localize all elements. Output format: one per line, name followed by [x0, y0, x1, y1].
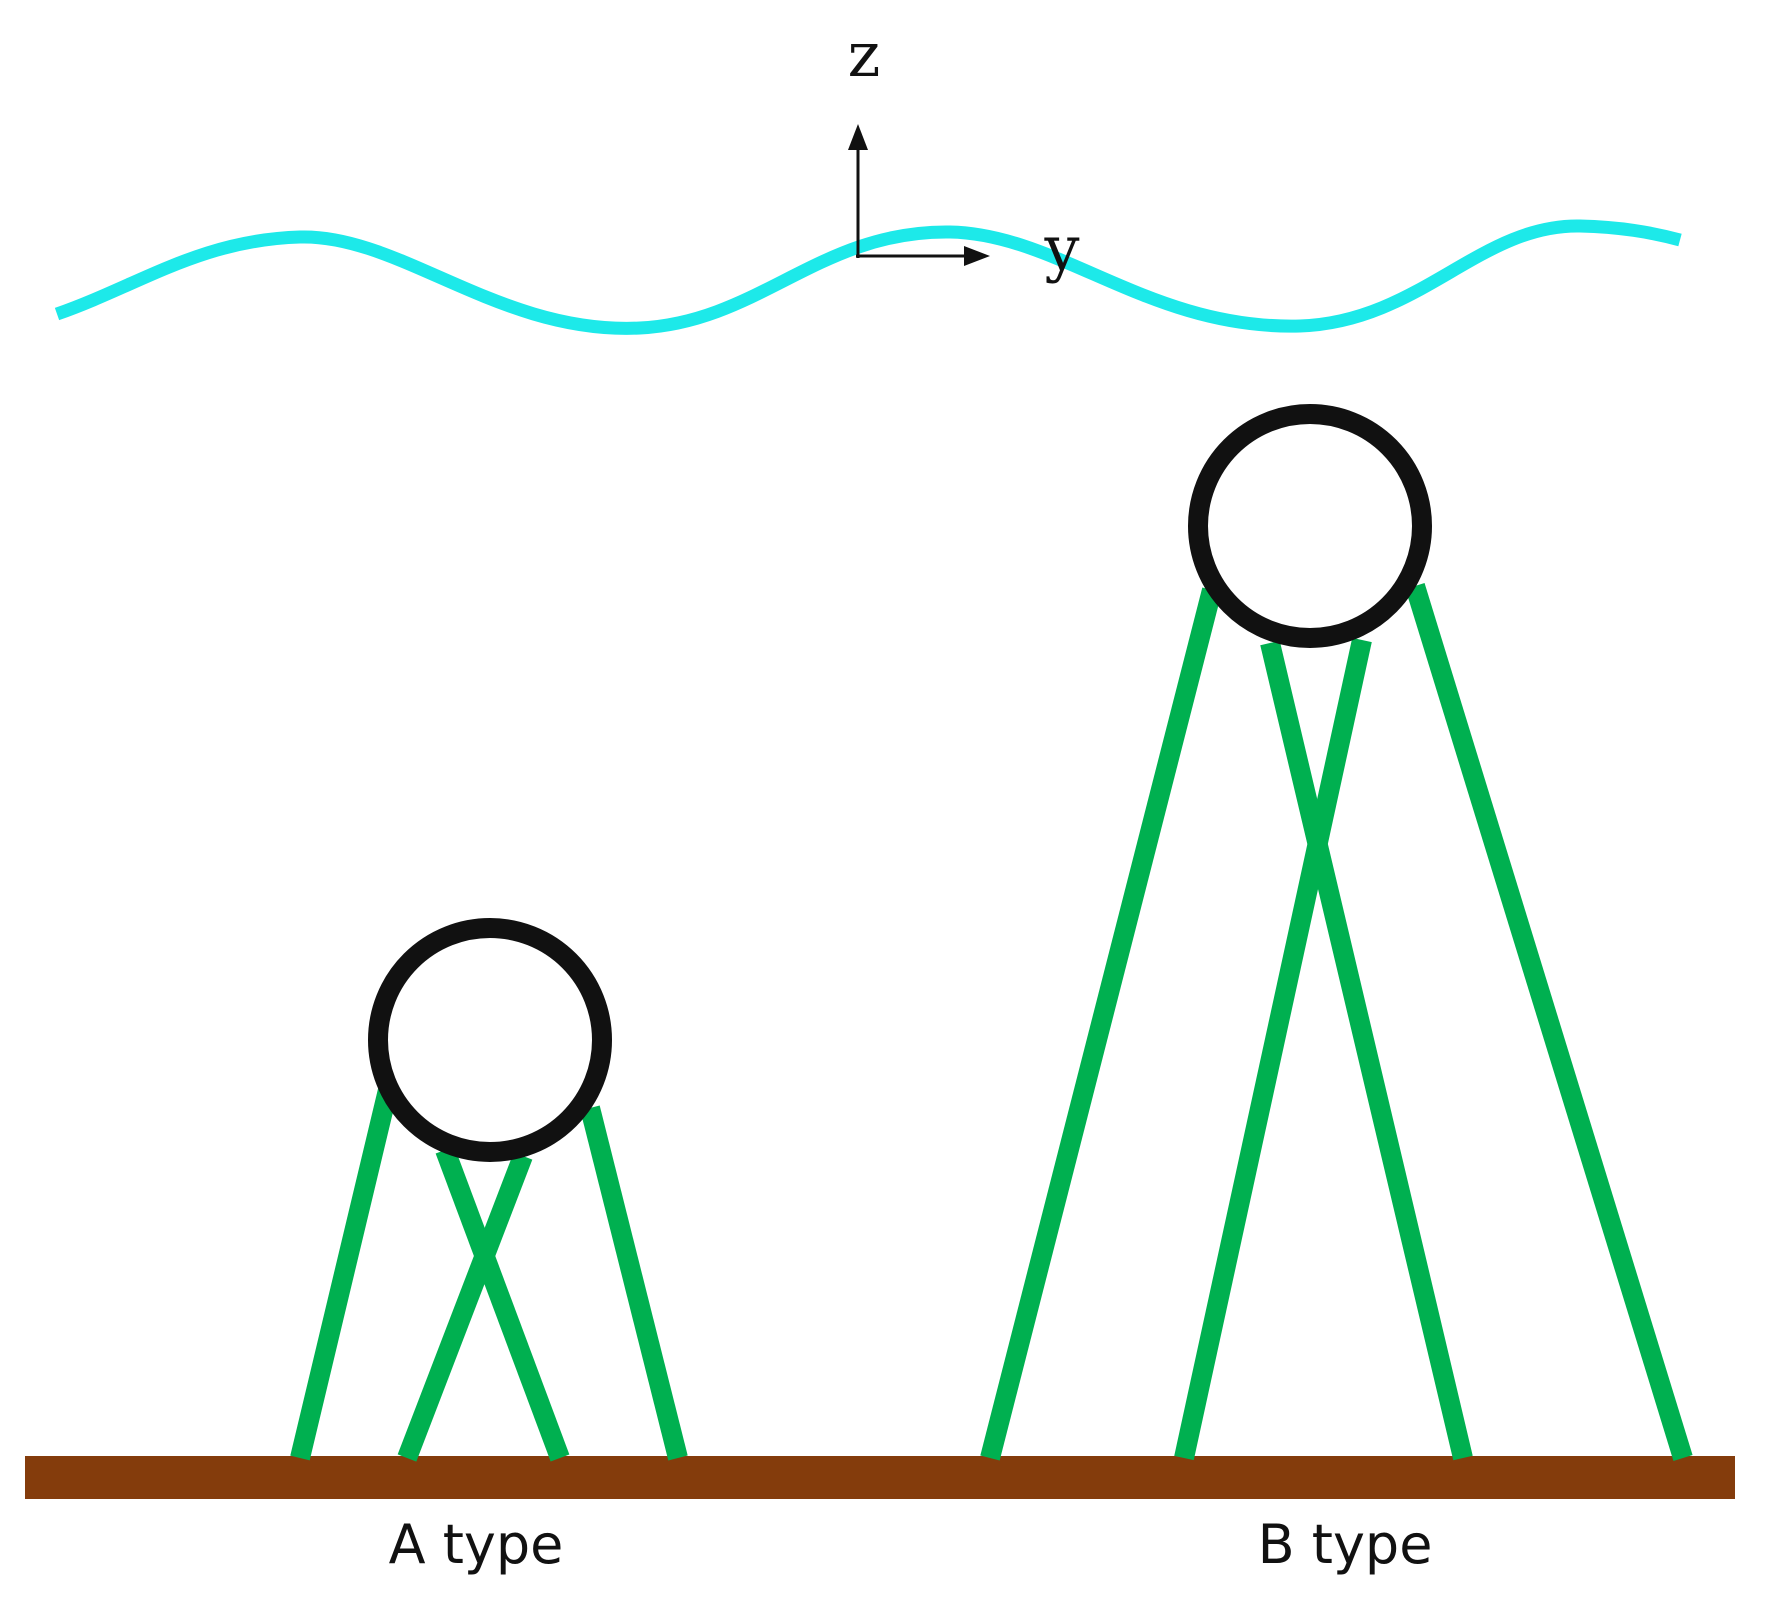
a-type-mooring-lines — [290, 1087, 688, 1462]
a-type-mooring-line-cross-right — [397, 1152, 533, 1462]
water-surface-wave — [54, 219, 1682, 335]
seabed — [25, 1456, 1735, 1499]
b-type-mooring-lines — [980, 583, 1693, 1461]
b-type-buoy — [1188, 404, 1432, 648]
a-type-label: A type — [389, 1513, 564, 1576]
b-type-mooring-line-outer-right — [1405, 583, 1693, 1461]
b-type-mooring-line-cross-left — [1260, 640, 1473, 1461]
y-axis-arrowhead — [964, 246, 990, 266]
a-type-mooring-line-outer-right — [580, 1105, 688, 1461]
b-type-label: B type — [1258, 1513, 1433, 1576]
y-axis-label: y — [1043, 212, 1079, 285]
z-axis-label: z — [848, 18, 881, 91]
b-type-mooring-line-outer-left — [980, 587, 1222, 1461]
b-type-mooring-line-cross-right — [1174, 637, 1372, 1461]
a-type-buoy — [368, 918, 612, 1162]
a-type-mooring-line-cross-left — [435, 1146, 570, 1462]
a-type-mooring-line-outer-left — [290, 1087, 398, 1461]
coordinate-axes: z y — [848, 18, 1080, 285]
z-axis-arrowhead — [848, 124, 868, 150]
